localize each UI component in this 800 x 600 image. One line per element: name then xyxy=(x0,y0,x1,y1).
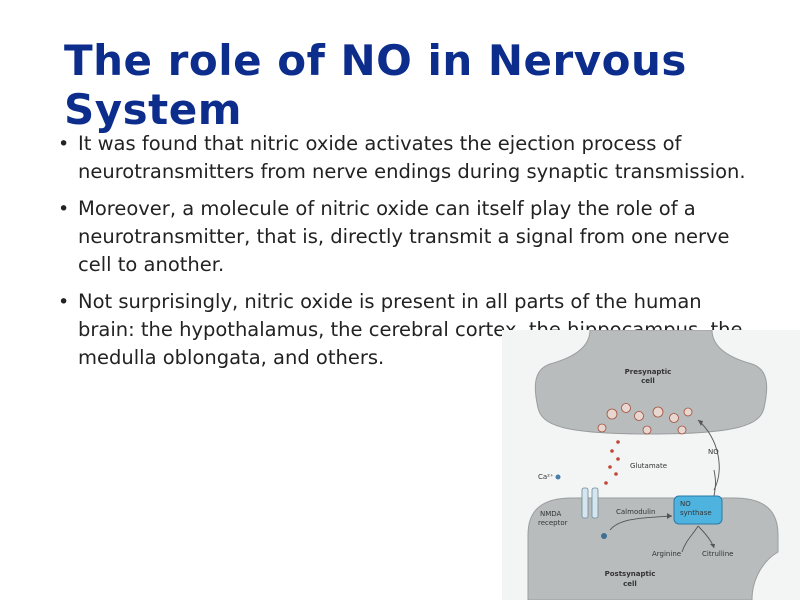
glutamate-molecules xyxy=(604,440,620,485)
arrow-head xyxy=(698,420,703,426)
bullet-marker: • xyxy=(58,291,70,313)
no-label: NO xyxy=(708,448,719,456)
calmodulin-arrow xyxy=(609,515,673,531)
slide-title: The role of NO in Nervous System xyxy=(64,36,687,134)
nmda-receptor xyxy=(581,487,599,519)
calmodulin-label: Calmodulin xyxy=(616,508,655,516)
vesicle xyxy=(642,425,652,435)
arginine-label: Arginine xyxy=(652,550,681,558)
synapse-diagram: Presynaptic cell Glutamate NO xyxy=(502,330,800,600)
postsynaptic-label: Postsynaptic xyxy=(605,570,656,578)
conversion-arrow xyxy=(681,525,699,553)
vesicle xyxy=(634,411,644,421)
citrulline-label: Citrulline xyxy=(702,550,733,558)
nmda-label: NMDA xyxy=(540,510,562,518)
vesicle xyxy=(606,408,618,420)
synapse-diagram-svg: Presynaptic cell Glutamate NO xyxy=(527,330,779,600)
bullet-marker: • xyxy=(58,133,70,155)
arrow-head xyxy=(667,513,672,519)
presynaptic-label: Presynaptic xyxy=(625,368,672,376)
bullet-marker: • xyxy=(58,198,70,220)
calcium-ion xyxy=(555,474,561,480)
vesicle xyxy=(652,406,664,418)
calcium-label: Ca²⁺ xyxy=(538,473,554,481)
presynaptic-label-cell: cell xyxy=(641,377,655,385)
no-synthase-enzyme xyxy=(673,495,723,525)
no-retrograde-arrow xyxy=(697,419,720,491)
glutamate-label: Glutamate xyxy=(630,462,667,470)
bullet-item: • Moreover, a molecule of nitric oxide c… xyxy=(58,195,748,279)
presynaptic-cell-shape xyxy=(534,330,768,435)
vesicles xyxy=(597,403,693,435)
no-synthase-label: NO xyxy=(680,500,691,508)
arrow-head xyxy=(710,544,715,548)
vesicle xyxy=(597,423,607,433)
vesicle xyxy=(621,403,631,413)
bullet-item: • It was found that nitric oxide activat… xyxy=(58,130,748,186)
nmda-label-receptor: receptor xyxy=(538,519,568,527)
no-release-arrow xyxy=(713,469,716,497)
postsynaptic-label-cell: cell xyxy=(623,580,637,588)
bullet-text: Moreover, a molecule of nitric oxide can… xyxy=(78,197,730,276)
bullet-text: It was found that nitric oxide activates… xyxy=(78,132,746,183)
vesicle xyxy=(683,407,693,417)
vesicle xyxy=(669,413,679,423)
vesicle xyxy=(677,425,687,435)
calcium-ion xyxy=(601,533,607,539)
no-synthase-label-2: synthase xyxy=(680,509,712,517)
